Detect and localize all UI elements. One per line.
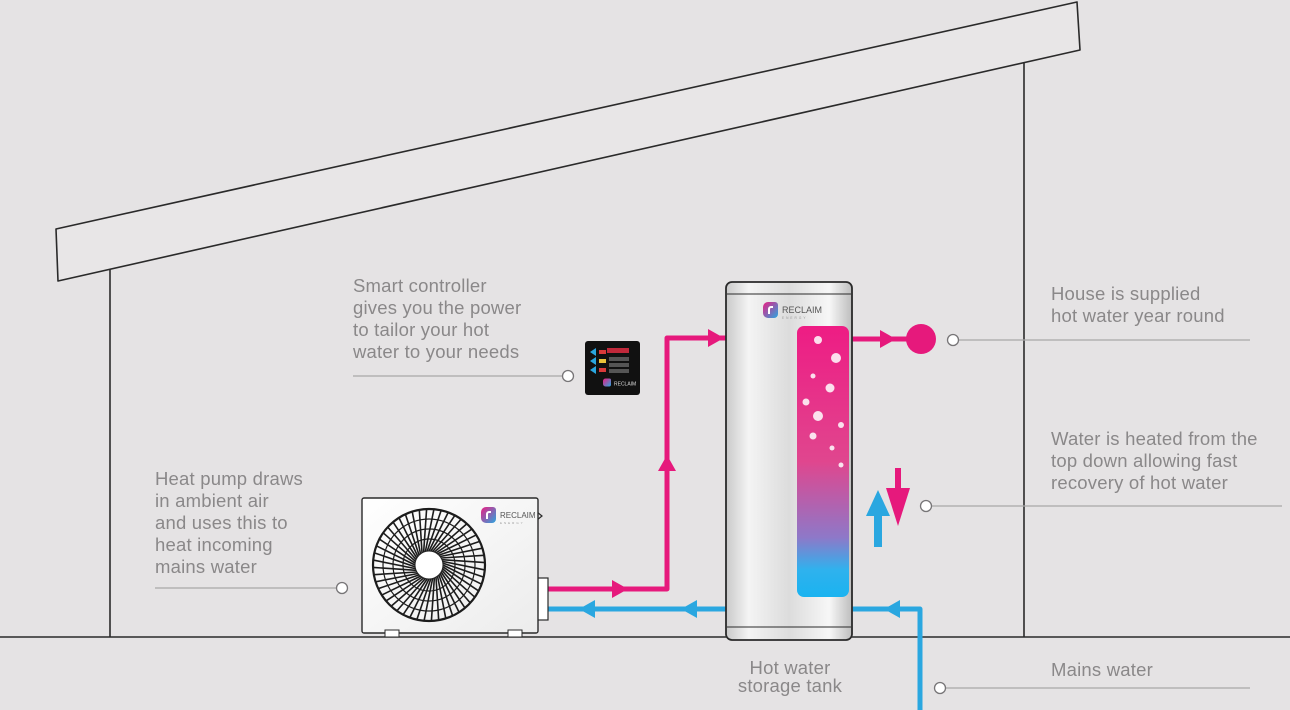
hot-flow-arrow	[880, 330, 896, 348]
controller-pointer-dot	[561, 369, 575, 383]
cold-flow-arrow	[579, 600, 595, 618]
label-line: gives you the power	[353, 297, 522, 318]
label-line: Smart controller	[353, 275, 487, 296]
brand-tagline-text: ENERGY	[500, 521, 525, 525]
label-line: recovery of hot water	[1051, 472, 1228, 493]
cold-flow-arrow	[884, 600, 900, 618]
label-line: heat incoming	[155, 534, 273, 555]
label-line: and uses this to	[155, 512, 288, 533]
label-line: Water is heated from the	[1051, 428, 1258, 449]
water-level-window	[797, 326, 849, 597]
brand-tagline-text: ENERGY	[782, 316, 807, 320]
label-line: in ambient air	[155, 490, 269, 511]
label-line: Heat pump draws	[155, 468, 303, 489]
hot-flow-arrow	[612, 580, 628, 598]
label-line: to tailor your hot	[353, 319, 490, 340]
pointer-dots	[335, 333, 960, 695]
label-line: top down allowing fast	[1051, 450, 1238, 471]
reclaim-logo: RECLAIM ENERGY	[481, 507, 536, 525]
brand-name-text: RECLAIM	[614, 382, 636, 388]
brand-name-text: RECLAIM	[782, 305, 822, 315]
roof	[55, 1, 1081, 282]
hot-water-tank: RECLAIM ENERGY	[725, 281, 853, 641]
label-line: Mains water	[1051, 659, 1153, 680]
label-line: water to your needs	[353, 341, 520, 362]
brand-name-text: RECLAIM	[500, 511, 536, 520]
heat-pump-unit: RECLAIM ENERGY	[361, 497, 549, 638]
cold-flow-arrow	[681, 600, 697, 618]
label-line: House is supplied	[1051, 283, 1201, 304]
leader-lines	[155, 339, 1282, 689]
water-bubbles	[802, 336, 844, 468]
hot-flow-arrow	[658, 455, 676, 471]
label-line: hot water year round	[1051, 305, 1225, 326]
mains-label: Mains water	[1051, 659, 1153, 681]
heating-pointer-dot	[919, 499, 933, 513]
mains-pointer-dot	[933, 681, 947, 695]
house-outline	[0, 1, 1290, 638]
smart-controller: RECLAIM	[585, 341, 640, 395]
reclaim-logo: RECLAIM ENERGY	[763, 302, 822, 320]
fan-grill	[371, 507, 487, 623]
hot-flow-arrow	[708, 329, 724, 347]
heating-direction-arrows	[866, 468, 910, 547]
house-supply-pointer-dot	[946, 333, 960, 347]
heat-pump-pointer-dot	[335, 581, 349, 595]
label-line: mains water	[155, 556, 257, 577]
label-line: storage tank	[737, 675, 843, 696]
label-line: Hot water	[749, 657, 831, 678]
mains-pipe	[852, 606, 923, 710]
hot-water-outlet	[906, 324, 936, 354]
